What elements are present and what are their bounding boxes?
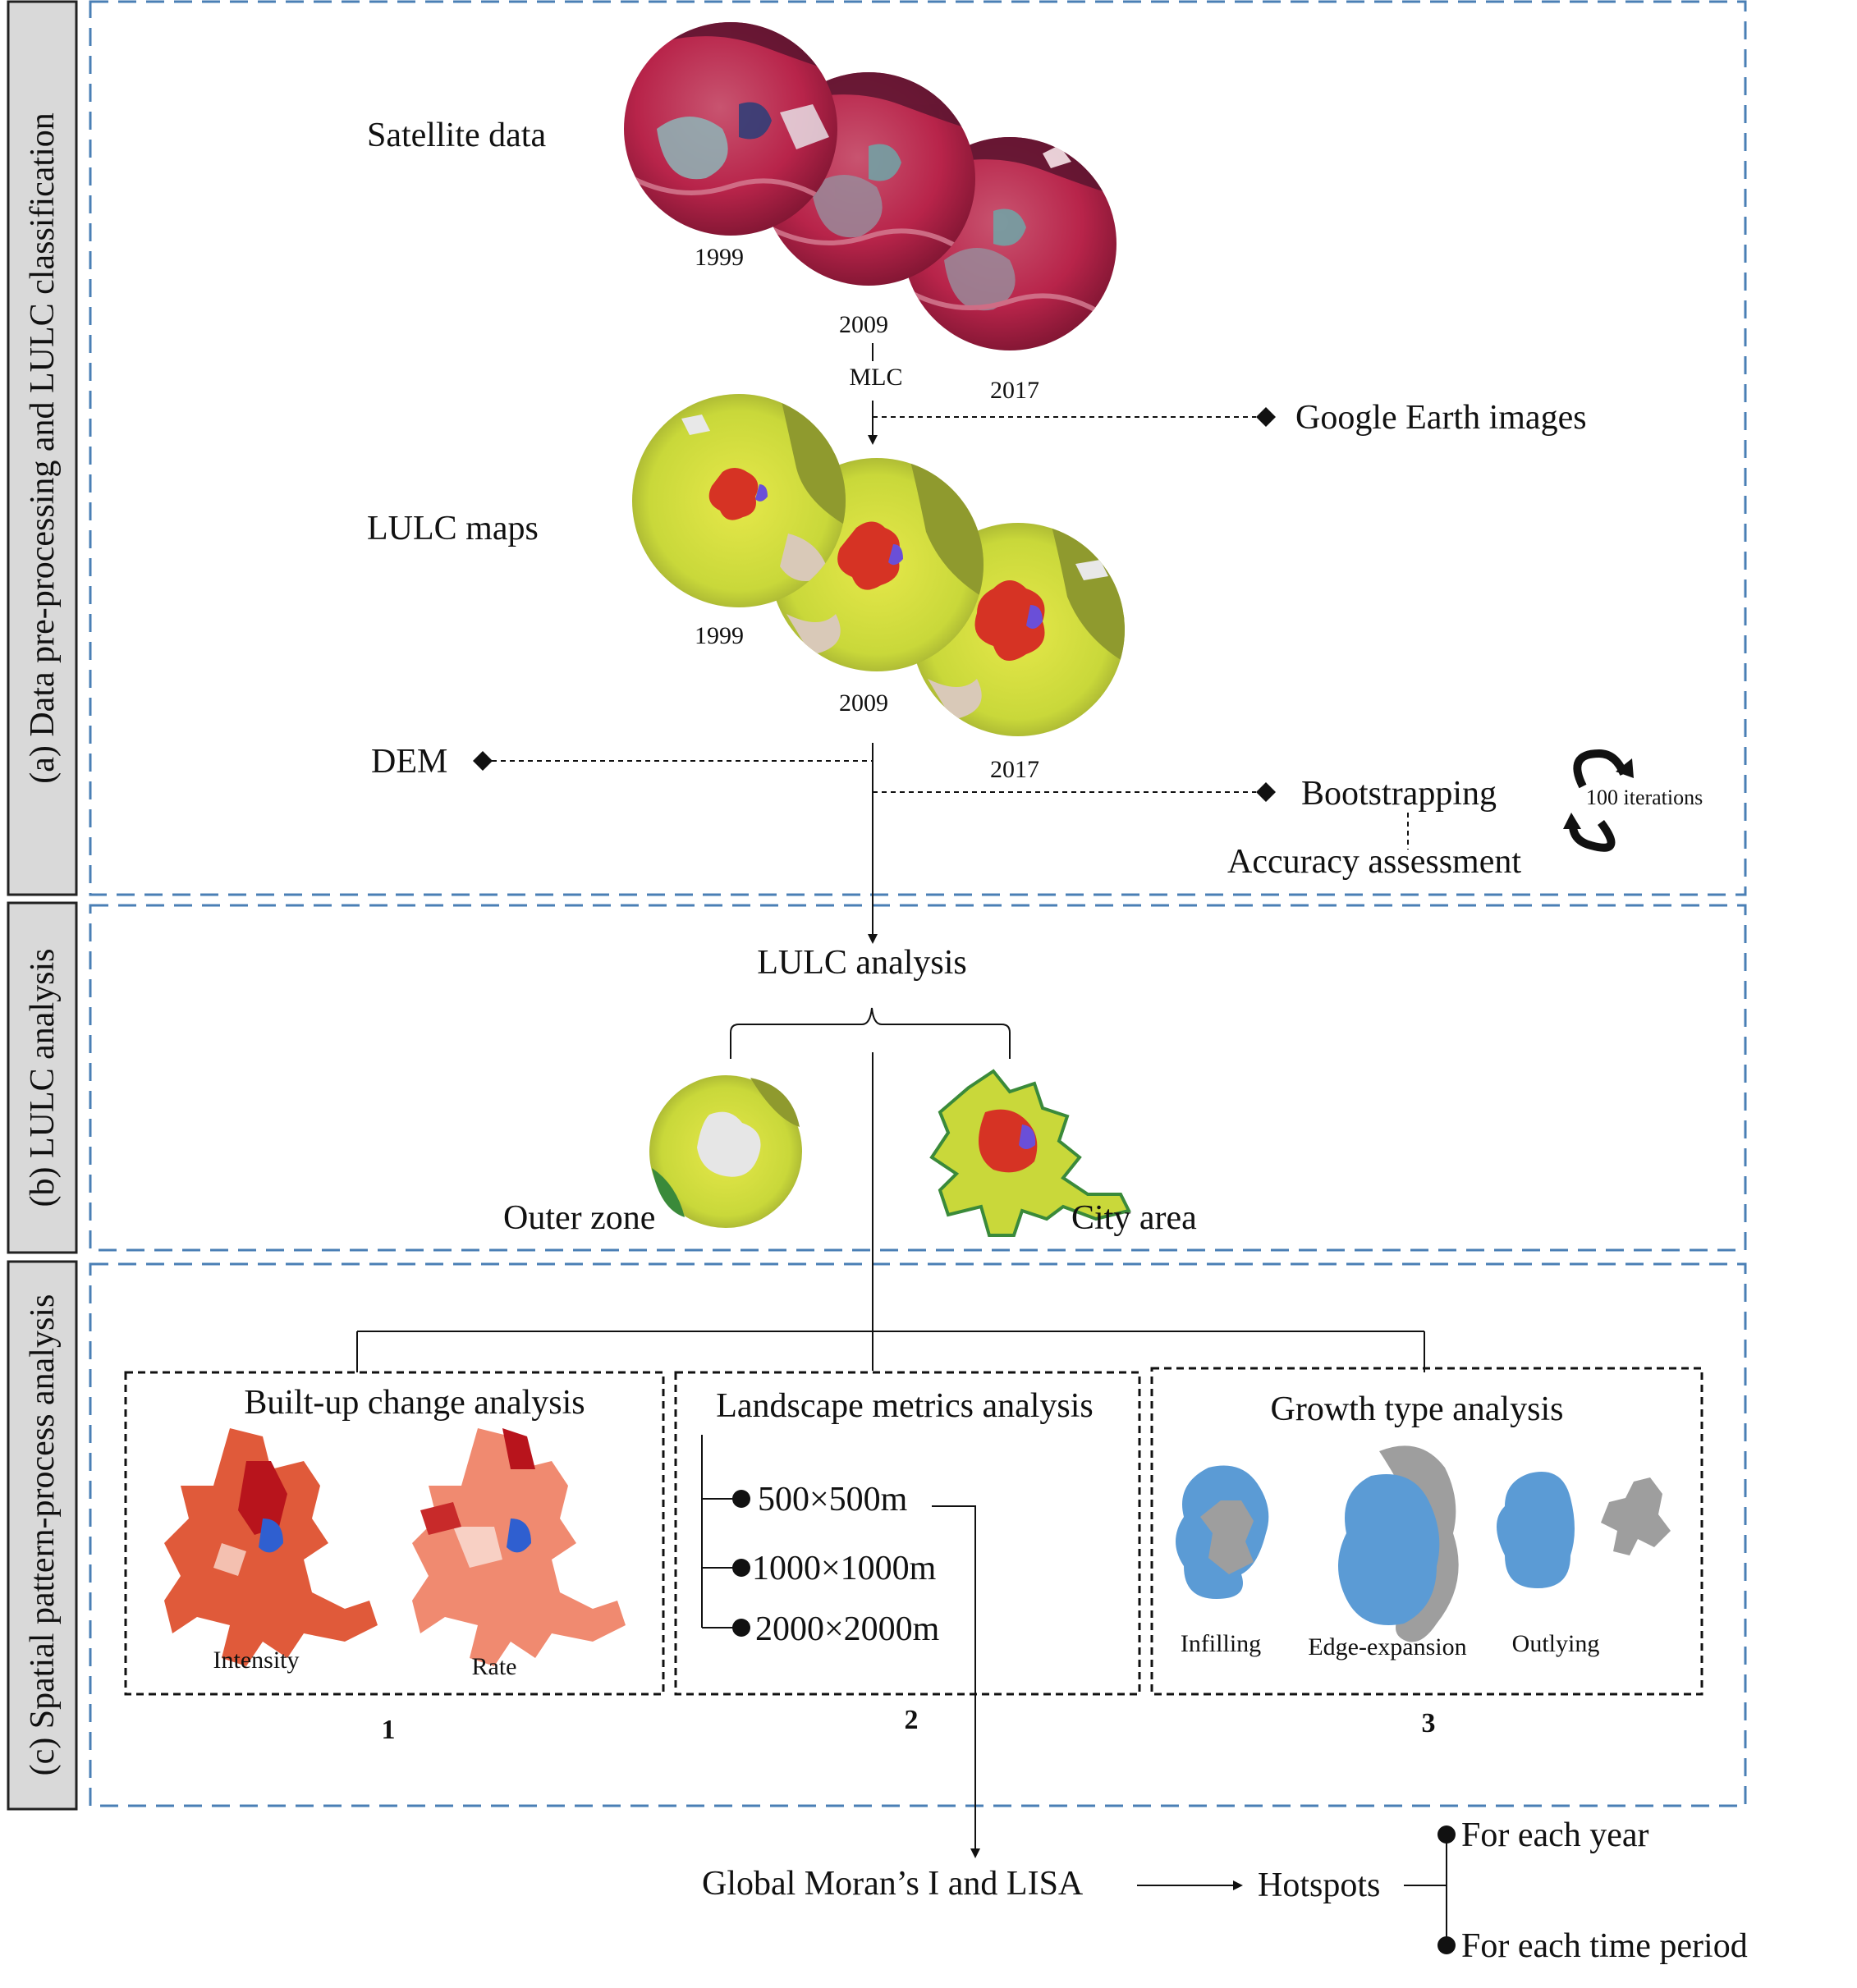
each-year-label: For each year bbox=[1461, 1816, 1649, 1854]
intensity-map bbox=[164, 1428, 378, 1666]
section-label-c: (c) Spatial pattern-process analysis bbox=[7, 1260, 78, 1811]
bootstrapping-label: Bootstrapping bbox=[1301, 775, 1497, 813]
infilling-label: Infilling bbox=[1181, 1630, 1261, 1657]
lulc-analysis-title: LULC analysis bbox=[757, 944, 966, 982]
section-b-text: (b) LULC analysis bbox=[24, 949, 62, 1207]
builtup-box bbox=[124, 1371, 665, 1696]
city-area-label: City area bbox=[1071, 1199, 1197, 1237]
each-period-label: For each time period bbox=[1461, 1927, 1748, 1965]
lulc-map-1999 bbox=[632, 394, 846, 607]
section-c-text: (c) Spatial pattern-process analysis bbox=[24, 1294, 62, 1776]
satellite-data-label: Satellite data bbox=[367, 117, 546, 154]
satellite-image-1999 bbox=[624, 22, 837, 236]
landscape-title: Landscape metrics analysis bbox=[716, 1387, 1094, 1425]
landscape-number: 2 bbox=[905, 1705, 919, 1735]
infilling-shape bbox=[1176, 1465, 1269, 1599]
frame-c bbox=[89, 1262, 1747, 1807]
outlying-patch bbox=[1601, 1477, 1671, 1555]
hotspots-label: Hotspots bbox=[1258, 1867, 1380, 1904]
growth-title: Growth type analysis bbox=[1271, 1390, 1564, 1428]
intensity-label: Intensity bbox=[213, 1647, 300, 1674]
rate-map bbox=[412, 1428, 626, 1666]
iterations-label: 100 iterations bbox=[1586, 786, 1703, 809]
lulc-year-2017: 2017 bbox=[990, 756, 1039, 783]
loop-arrows-icon bbox=[1563, 749, 1634, 852]
landscape-box bbox=[674, 1371, 1141, 1696]
google-earth-diamond bbox=[1256, 407, 1276, 427]
builtup-number: 1 bbox=[382, 1715, 396, 1745]
sat-year-1999: 1999 bbox=[695, 244, 744, 271]
each-period-bullet bbox=[1437, 1936, 1456, 1954]
scale-2000: 2000×2000m bbox=[755, 1610, 940, 1648]
growth-box bbox=[1150, 1367, 1703, 1696]
lulc-year-2009: 2009 bbox=[839, 689, 888, 717]
mlc-label: MLC bbox=[849, 364, 902, 391]
dem-label: DEM bbox=[371, 743, 447, 781]
google-earth-label: Google Earth images bbox=[1295, 399, 1587, 437]
moran-label: Global Moran’s I and LISA bbox=[702, 1865, 1084, 1903]
builtup-title: Built-up change analysis bbox=[244, 1384, 585, 1422]
edge-expansion-label: Edge-expansion bbox=[1308, 1633, 1466, 1660]
split-brace bbox=[730, 1007, 1011, 1059]
each-year-bullet bbox=[1437, 1825, 1456, 1844]
scale-bullet-2 bbox=[732, 1559, 750, 1577]
scale-bullet-1 bbox=[732, 1490, 750, 1508]
frame-b bbox=[89, 904, 1747, 1252]
sat-year-2009: 2009 bbox=[839, 311, 888, 338]
bootstrapping-diamond bbox=[1256, 782, 1276, 802]
section-label-a: (a) Data pre-processing and LULC classif… bbox=[7, 0, 78, 896]
scale-bullet-3 bbox=[732, 1619, 750, 1637]
accuracy-label: Accuracy assessment bbox=[1227, 843, 1521, 881]
scale-500: 500×500m bbox=[758, 1481, 908, 1518]
outlying-label: Outlying bbox=[1512, 1630, 1600, 1657]
lulc-maps-label: LULC maps bbox=[367, 510, 539, 547]
outer-zone-label: Outer zone bbox=[503, 1199, 655, 1237]
dem-diamond bbox=[473, 751, 493, 771]
outer-zone-map bbox=[649, 1075, 802, 1228]
moran-connector bbox=[932, 1505, 980, 1858]
sat-year-2017: 2017 bbox=[990, 377, 1039, 404]
edge-expansion-shape bbox=[1338, 1445, 1459, 1642]
scale-1000: 1000×1000m bbox=[752, 1550, 937, 1587]
lulc-year-1999: 1999 bbox=[695, 622, 744, 649]
growth-number: 3 bbox=[1422, 1708, 1436, 1738]
section-a-text: (a) Data pre-processing and LULC classif… bbox=[24, 112, 62, 784]
section-label-b: (b) LULC analysis bbox=[7, 901, 78, 1254]
outlying-shape bbox=[1497, 1472, 1575, 1588]
rate-label: Rate bbox=[472, 1653, 517, 1680]
city-area-map bbox=[929, 1069, 1131, 1237]
frame-a bbox=[89, 0, 1747, 896]
